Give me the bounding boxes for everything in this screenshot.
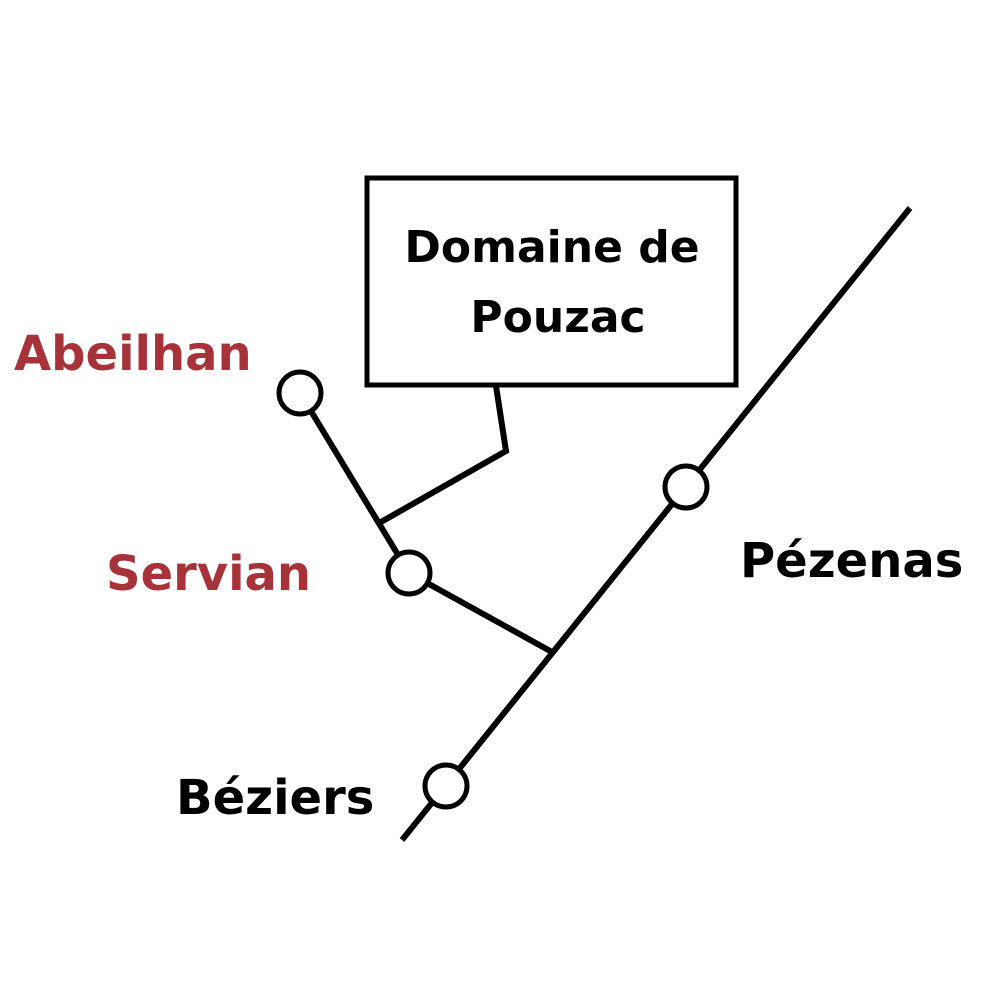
domaine-box-line-2: Pouzac — [470, 292, 645, 343]
station-label-beziers: Béziers — [176, 770, 374, 826]
station-label-abeilhan: Abeilhan — [14, 326, 252, 382]
connector-branch-to-domaine — [379, 385, 510, 525]
station-marker-beziers — [422, 762, 470, 810]
main-line-beziers-pezenas — [399, 206, 913, 842]
station-label-pezenas: Pézenas — [740, 533, 963, 589]
station-marker-abeilhan — [276, 369, 324, 417]
branch-line-abeilhan-servian — [297, 391, 412, 575]
station-marker-pezenas — [662, 463, 710, 511]
station-marker-servian — [385, 549, 433, 597]
station-label-servian: Servian — [106, 546, 311, 602]
domaine-de-pouzac-box — [364, 175, 739, 388]
domaine-box-line-1: Domaine de — [404, 222, 699, 273]
connector-servian-main-line — [407, 570, 554, 655]
